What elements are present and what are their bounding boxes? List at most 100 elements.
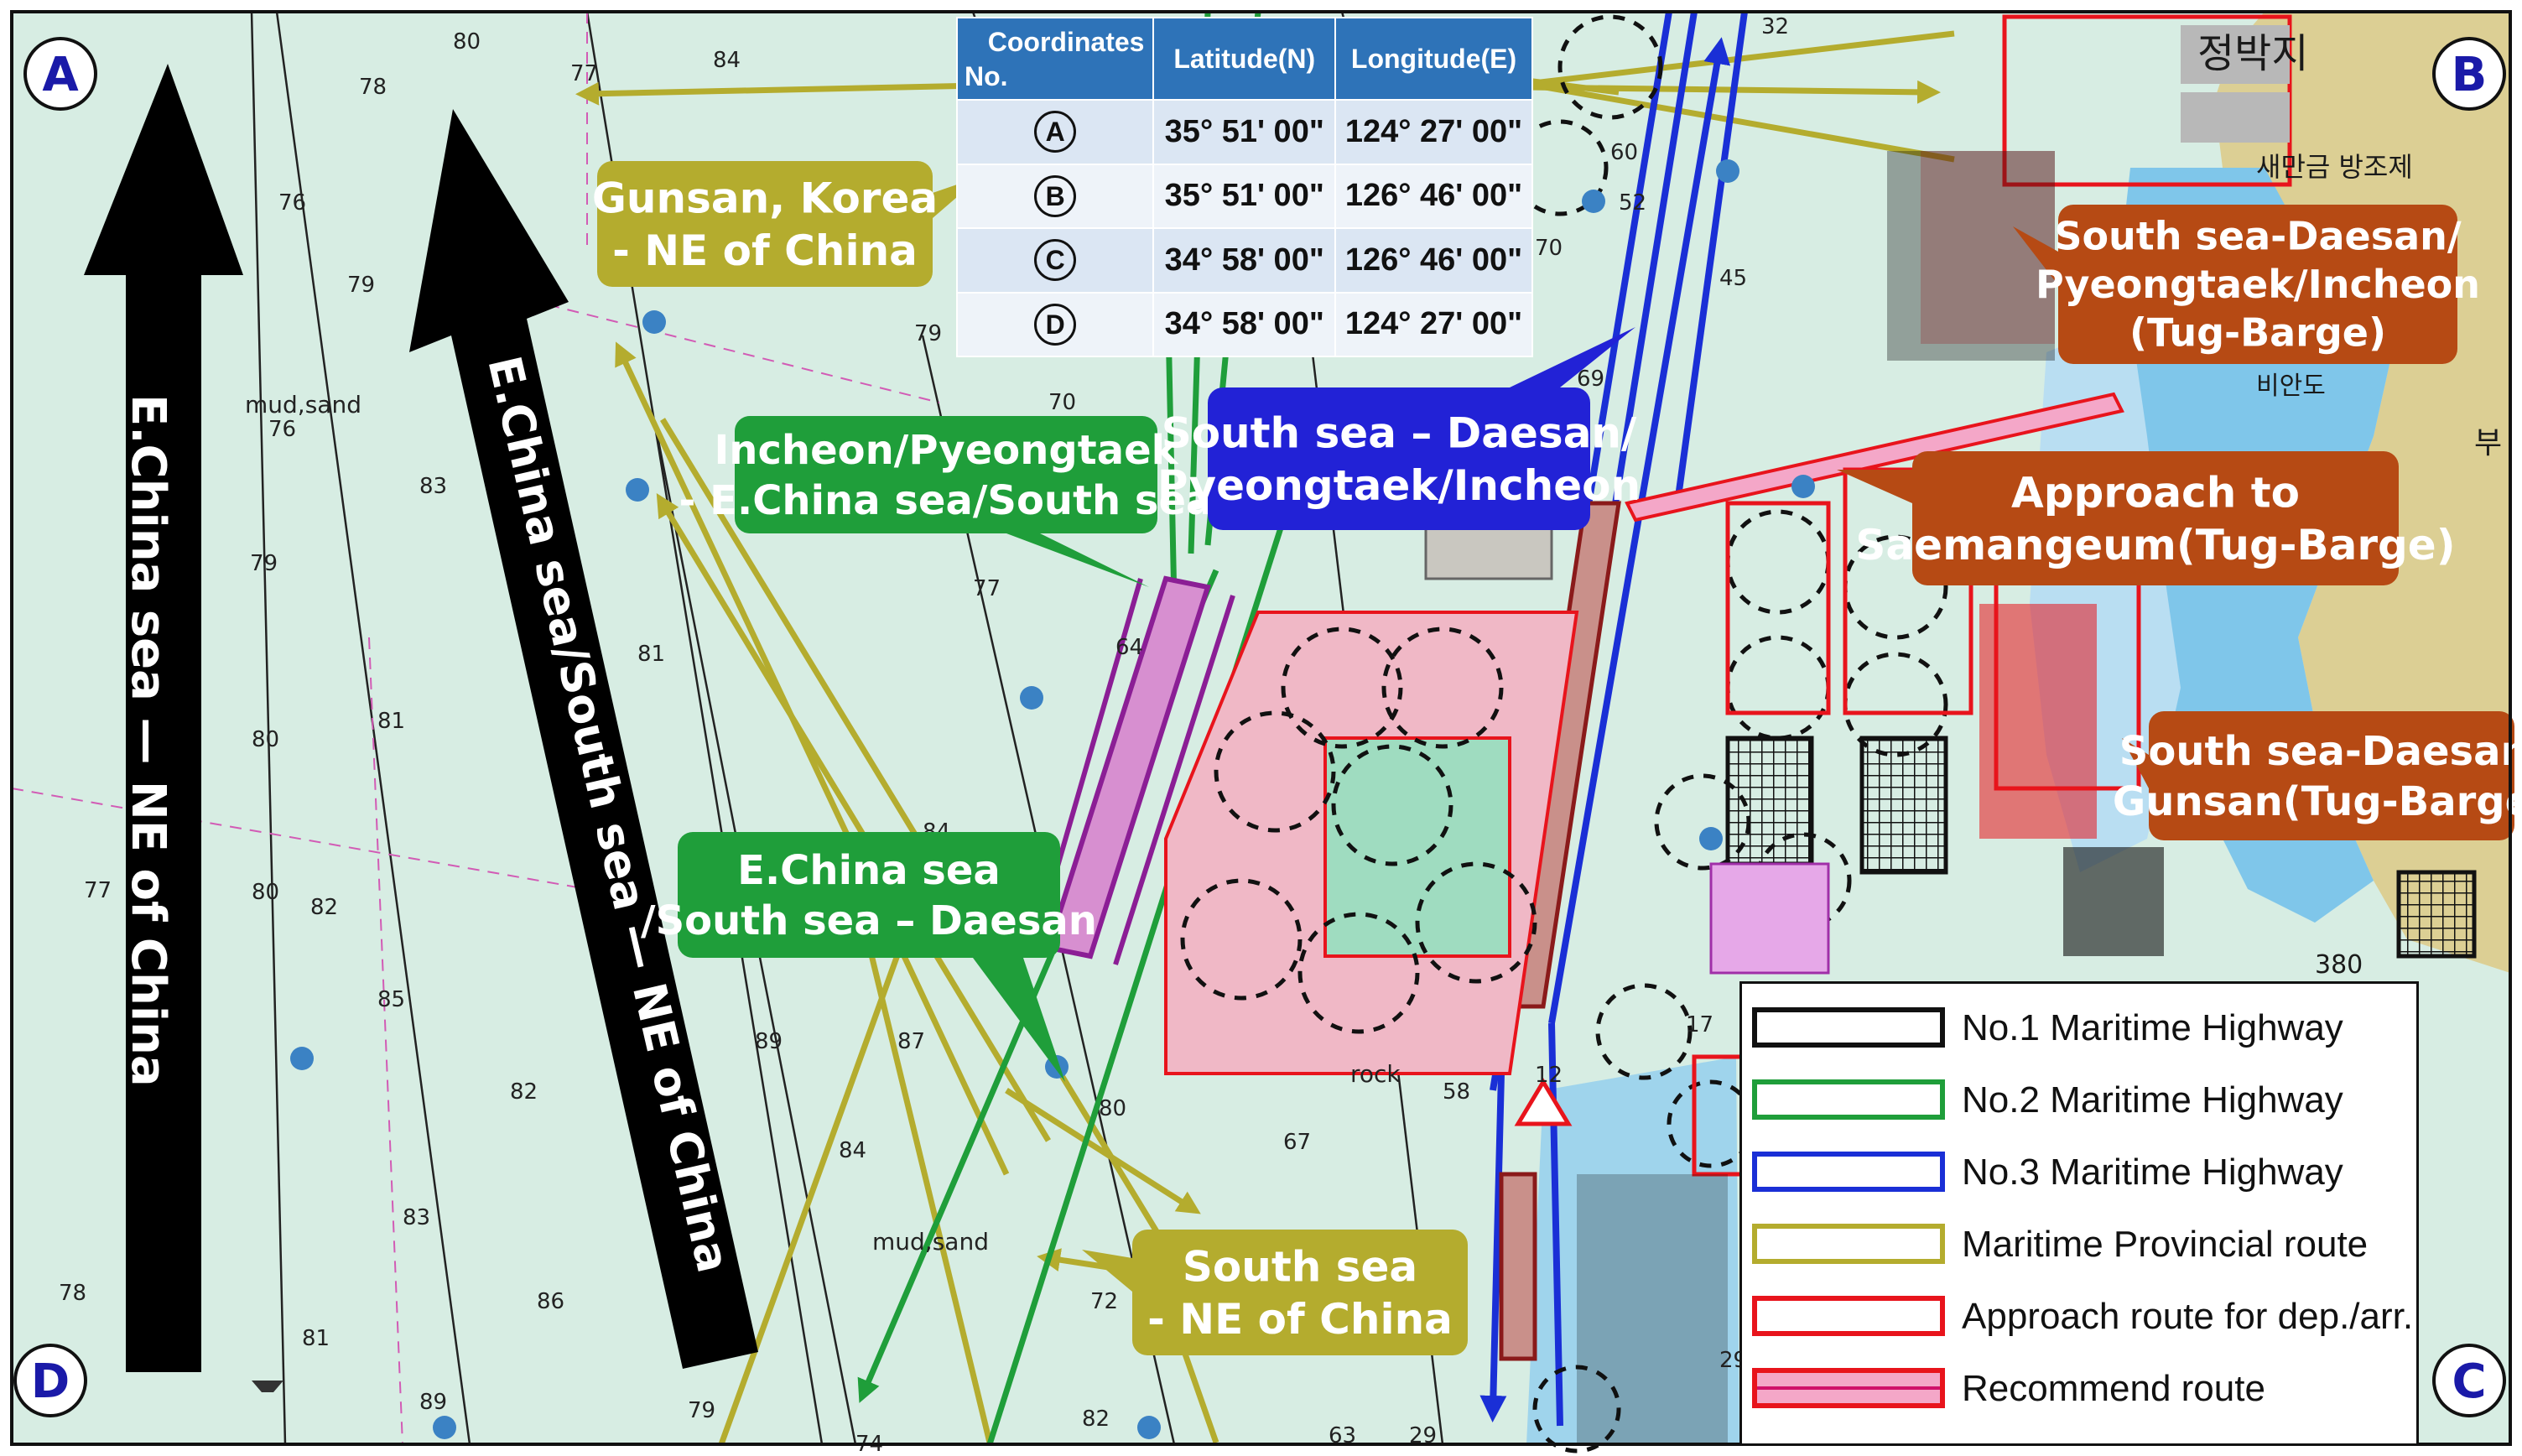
legend-label: Recommend route xyxy=(1962,1368,2265,1409)
seabed-label: mud,sand xyxy=(872,1228,989,1256)
corner-label-b: B xyxy=(2452,48,2488,102)
depth-sounding: 81 xyxy=(637,642,665,667)
shallow-water-south xyxy=(1526,1057,1739,1444)
depth-sounding: 82 xyxy=(1082,1407,1110,1432)
black-dense-dots xyxy=(1577,151,2164,1443)
coord-lat: 34° 58' 00" xyxy=(1152,291,1337,357)
depth-sounding: 84 xyxy=(713,48,741,73)
port-grey-box xyxy=(1424,25,2290,580)
depth-sounding: 81 xyxy=(377,709,405,734)
corner-label-d: D xyxy=(31,1355,70,1409)
table-row: B 35° 51' 00" 126° 46' 00" xyxy=(955,163,1533,229)
depth-sounding: 80 xyxy=(1099,1096,1126,1121)
big-arrow-left-label: E.China sea — NE of China xyxy=(121,394,175,1087)
legend-swatch xyxy=(1752,1152,1945,1192)
depth-sounding: 17 xyxy=(1686,1012,1713,1037)
seabed-label: mud,sand xyxy=(245,391,361,419)
depth-sounding: 80 xyxy=(453,29,481,55)
coord-id: A xyxy=(955,99,1155,165)
depth-sounding: 64 xyxy=(1115,635,1143,660)
route-callouts: Gunsan, Korea- NE of ChinaIncheon/Pyeong… xyxy=(592,161,2522,1355)
depth-sounding: 89 xyxy=(755,1029,783,1054)
callout-text-line: Pyeongtaek/Incheon xyxy=(2036,262,2480,307)
depth-sounding: 85 xyxy=(377,987,405,1012)
callout-text-line: /South sea – Daesan xyxy=(641,897,1097,944)
anchorage-boxes-hatched xyxy=(1725,736,2477,959)
depth-sounding: 84 xyxy=(839,1138,866,1163)
legend-item: Maritime Provincial route xyxy=(1752,1215,2406,1274)
legend-label: No.3 Maritime Highway xyxy=(1962,1152,2343,1193)
depth-sounding: 78 xyxy=(59,1281,86,1306)
callout-gunsan: Gunsan, Korea- NE of China xyxy=(592,161,981,287)
coord-id: B xyxy=(955,163,1155,229)
coord-lat: 35° 51' 00" xyxy=(1152,99,1337,165)
callout-text-line: South sea – Daesan/ xyxy=(1162,408,1637,457)
depth-sounding: 32 xyxy=(1761,14,1789,39)
depth-sounding: 83 xyxy=(419,474,447,499)
callout-text-line: South sea-Daesan/ xyxy=(2119,728,2522,775)
korean-label: 새만금 방조제 xyxy=(2256,151,2413,183)
big-arrow-left: E.China sea — NE of China xyxy=(84,64,243,1372)
corner-label-a: A xyxy=(42,48,79,102)
legend-item: No.3 Maritime Highway xyxy=(1752,1143,2406,1202)
legend-item: Recommend route xyxy=(1752,1360,2406,1418)
table-header-longitude: Longitude(E) xyxy=(1334,17,1533,101)
depth-soundings: 8084777876797976708379808181778082858284… xyxy=(59,14,1789,1456)
korean-label: 부 xyxy=(2474,426,2502,460)
coord-lon: 126° 46' 00" xyxy=(1334,227,1533,294)
anchorage-area-red xyxy=(1164,611,1579,1075)
callout-text-line: (Tug-Barge) xyxy=(2129,310,2386,356)
depth-sounding: 72 xyxy=(1090,1289,1118,1314)
legend-item: No.1 Maritime Highway xyxy=(1752,999,2406,1058)
depth-sounding: 12 xyxy=(1535,1063,1563,1088)
legend-label: No.2 Maritime Highway xyxy=(1962,1079,2343,1121)
seabed-label: rock xyxy=(1350,1060,1401,1088)
legend-swatch xyxy=(1752,1007,1945,1048)
legend-swatch xyxy=(1752,1296,1945,1336)
legend-swatch xyxy=(1752,1368,1945,1408)
table-row: C 34° 58' 00" 126° 46' 00" xyxy=(955,227,1533,294)
callout-south-sea-olive: South sea- NE of China xyxy=(1082,1230,1468,1355)
depth-sounding: 45 xyxy=(1719,266,1747,291)
callout-text-line: - NE of China xyxy=(612,226,918,275)
depth-sounding: 67 xyxy=(1283,1130,1311,1155)
depth-sounding: 87 xyxy=(897,1029,925,1054)
coord-lat: 35° 51' 00" xyxy=(1152,163,1337,229)
legend-label: Approach route for dep./arr. xyxy=(1962,1296,2414,1337)
depth-sounding: 79 xyxy=(347,273,375,298)
callout-text-line: Incheon/Pyeongtaek xyxy=(714,427,1178,474)
corner-markers: A B C D xyxy=(13,37,2506,1417)
callout-text-line: Approach to xyxy=(2011,468,2300,517)
depth-sounding: 83 xyxy=(403,1205,430,1230)
depth-sounding: 77 xyxy=(84,878,112,903)
legend-item: Approach route for dep./arr. xyxy=(1752,1287,2413,1346)
depth-sounding: 76 xyxy=(268,417,296,442)
legend-label: No.1 Maritime Highway xyxy=(1962,1007,2343,1048)
coord-lon: 126° 46' 00" xyxy=(1334,163,1533,229)
legend-label: Maritime Provincial route xyxy=(1962,1224,2369,1265)
table-header-coordinates: Coordinates No. xyxy=(955,17,1155,101)
depth-label-380: 380 xyxy=(2315,950,2363,980)
depth-sounding: 80 xyxy=(252,880,279,905)
depth-sounding: 77 xyxy=(570,61,598,86)
purple-area xyxy=(1709,862,1830,975)
ship-icon xyxy=(252,1381,283,1392)
legend-item: No.2 Maritime Highway xyxy=(1752,1071,2406,1130)
callout-text-line: Saemangeum(Tug-Barge) xyxy=(1855,521,2455,569)
depth-sounding: 86 xyxy=(537,1289,564,1314)
depth-sounding: 79 xyxy=(250,551,278,576)
callout-text-line: E.China sea xyxy=(737,847,1001,894)
depth-sounding: 81 xyxy=(302,1326,330,1351)
callout-text-line: - NE of China xyxy=(1147,1295,1453,1344)
depth-sounding: 52 xyxy=(1619,190,1646,216)
callout-text-line: - E.China sea/South sea xyxy=(679,477,1214,524)
callout-incheon-green: Incheon/Pyeongtaek- E.China sea/South se… xyxy=(679,416,1214,587)
coord-lat: 34° 58' 00" xyxy=(1152,227,1337,294)
depth-sounding: 79 xyxy=(914,321,942,346)
callout-text-line: Gunsan, Korea xyxy=(592,174,938,222)
korean-label: 비안도 xyxy=(2256,372,2326,401)
chart-frame xyxy=(10,10,2512,1446)
coord-lon: 124° 27' 00" xyxy=(1334,99,1533,165)
